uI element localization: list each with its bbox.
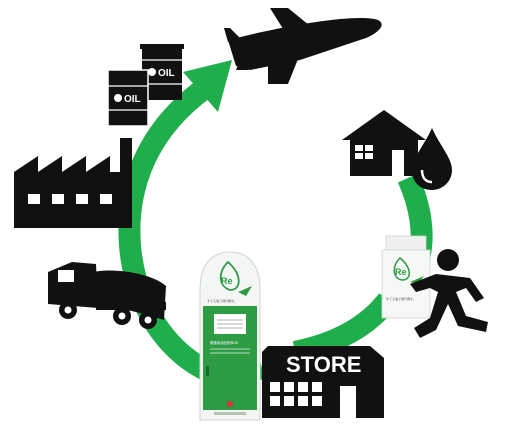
oil-barrels-icon: OIL OIL (107, 44, 184, 127)
collection-box-icon: Re すてる油で飛行機を。 廃食用油回収BOX (199, 251, 261, 421)
cycle-arrows (118, 60, 433, 383)
arc-left (118, 79, 215, 383)
box-caption: すてる油で飛行機を。 (207, 298, 237, 303)
oil-label-front: OIL (124, 94, 141, 105)
box-panel-text: 廃食用油回収BOX (210, 340, 239, 345)
oil-label-back: OIL (158, 68, 175, 79)
tanker-truck-icon (48, 262, 166, 329)
bottle-re-logo: Re (395, 267, 407, 277)
bottle-caption: すてる油で飛行機を。 (386, 296, 416, 301)
house-icon (342, 110, 426, 176)
store-label: STORE (286, 352, 361, 377)
factory-icon (14, 138, 132, 228)
oil-bottle-icon: Re すてる油で飛行機を。 (381, 235, 431, 319)
box-re-logo: Re (221, 276, 233, 286)
store-icon: STORE (262, 346, 384, 418)
airplane-icon (224, 8, 382, 84)
running-person-icon (410, 249, 488, 338)
arc-bottom (292, 293, 397, 363)
arrow-head-top (183, 60, 232, 112)
oil-drop-icon (412, 128, 452, 190)
